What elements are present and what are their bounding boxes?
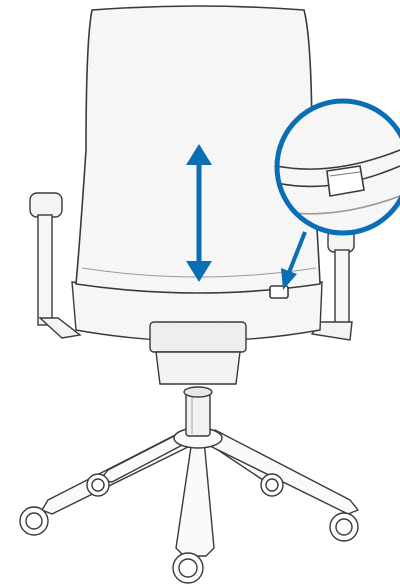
detail-magnifier-icon <box>274 98 400 236</box>
base-leg-right <box>209 429 359 515</box>
seat <box>71 281 323 385</box>
caster-front <box>172 552 204 584</box>
casters <box>19 473 359 584</box>
callout-pointer-arrow-icon <box>281 231 307 290</box>
seat-mechanism <box>155 351 241 385</box>
gas-lift <box>183 386 213 437</box>
zoomed-adjustment-button <box>326 165 365 197</box>
base-leg-front <box>175 439 215 557</box>
caster-back-left <box>86 473 110 497</box>
height-adjustment-arrow-icon <box>186 144 212 282</box>
caster-right <box>329 512 359 542</box>
armrest-left <box>29 192 82 339</box>
caster-left <box>19 506 49 536</box>
backrest-height-button <box>269 285 289 299</box>
armrest-right <box>310 229 355 341</box>
caster-back-right <box>260 473 284 497</box>
